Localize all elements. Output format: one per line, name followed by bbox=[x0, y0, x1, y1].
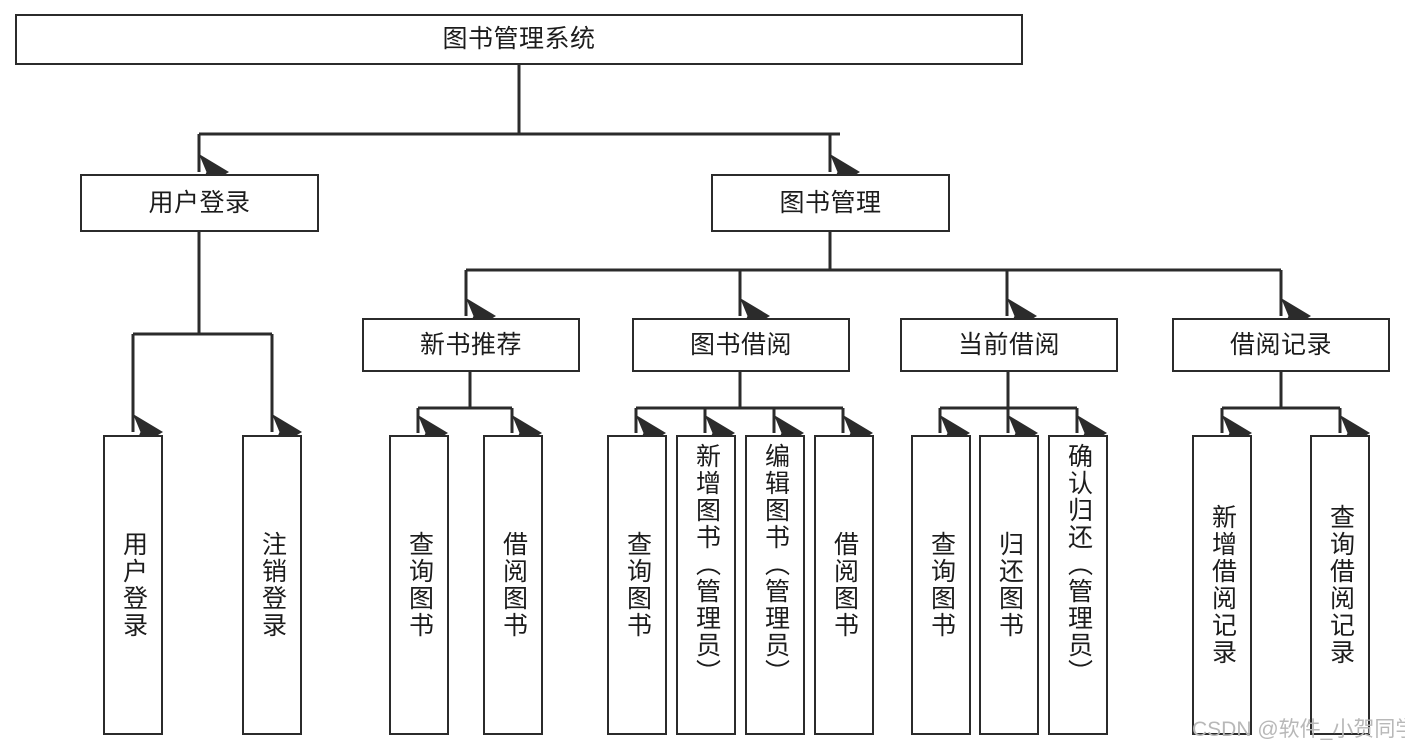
node-label: 查询借阅记录 bbox=[1326, 504, 1355, 666]
node-leaf-user-login[interactable]: 用户登录 bbox=[103, 435, 163, 735]
node-label: 新增借阅记录 bbox=[1208, 504, 1237, 666]
node-leaf-add-record[interactable]: 新增借阅记录 bbox=[1192, 435, 1252, 735]
node-label: 新书推荐 bbox=[419, 330, 522, 359]
node-label: 归还图书 bbox=[995, 531, 1024, 639]
node-label: 图书管理系统 bbox=[442, 25, 596, 53]
csdn-watermark: CSDN @软件_小贺同学 bbox=[1192, 718, 1405, 741]
node-leaf-query-book-3[interactable]: 查询图书 bbox=[911, 435, 971, 735]
node-root-system[interactable]: 图书管理系统 bbox=[15, 14, 1023, 65]
node-book-manage[interactable]: 图书管理 bbox=[711, 174, 950, 232]
node-label: 借阅图书 bbox=[499, 531, 528, 639]
node-label: 当前借阅 bbox=[957, 330, 1060, 359]
node-book-borrow[interactable]: 图书借阅 bbox=[632, 318, 850, 372]
node-label: 编辑图书（管理员） bbox=[761, 443, 790, 686]
node-label: 图书借阅 bbox=[689, 330, 792, 359]
node-label: 用户登录 bbox=[148, 188, 251, 217]
node-leaf-add-book[interactable]: 新增图书（管理员） bbox=[676, 435, 736, 735]
node-label: 查询图书 bbox=[405, 531, 434, 639]
node-leaf-return-book[interactable]: 归还图书 bbox=[979, 435, 1039, 735]
node-leaf-logout-login[interactable]: 注销登录 bbox=[242, 435, 302, 735]
node-leaf-borrow-book-2[interactable]: 借阅图书 bbox=[814, 435, 874, 735]
node-leaf-query-book-1[interactable]: 查询图书 bbox=[389, 435, 449, 735]
node-leaf-query-book-2[interactable]: 查询图书 bbox=[607, 435, 667, 735]
node-label: 借阅图书 bbox=[830, 531, 859, 639]
node-label: 借阅记录 bbox=[1229, 330, 1332, 359]
node-leaf-query-record[interactable]: 查询借阅记录 bbox=[1310, 435, 1370, 735]
node-new-book-recommend[interactable]: 新书推荐 bbox=[362, 318, 580, 372]
node-label: 新增图书（管理员） bbox=[692, 443, 721, 686]
node-label: 注销登录 bbox=[258, 531, 287, 639]
node-user-login[interactable]: 用户登录 bbox=[80, 174, 319, 232]
node-label: 图书管理 bbox=[779, 188, 882, 217]
node-current-borrow[interactable]: 当前借阅 bbox=[900, 318, 1118, 372]
node-leaf-confirm-return[interactable]: 确认归还（管理员） bbox=[1048, 435, 1108, 735]
node-label: 查询图书 bbox=[623, 531, 652, 639]
node-borrow-record[interactable]: 借阅记录 bbox=[1172, 318, 1390, 372]
node-label: 查询图书 bbox=[927, 531, 956, 639]
node-label: 用户登录 bbox=[119, 531, 148, 639]
node-label: 确认归还（管理员） bbox=[1064, 443, 1093, 686]
node-leaf-borrow-book-1[interactable]: 借阅图书 bbox=[483, 435, 543, 735]
node-leaf-edit-book[interactable]: 编辑图书（管理员） bbox=[745, 435, 805, 735]
